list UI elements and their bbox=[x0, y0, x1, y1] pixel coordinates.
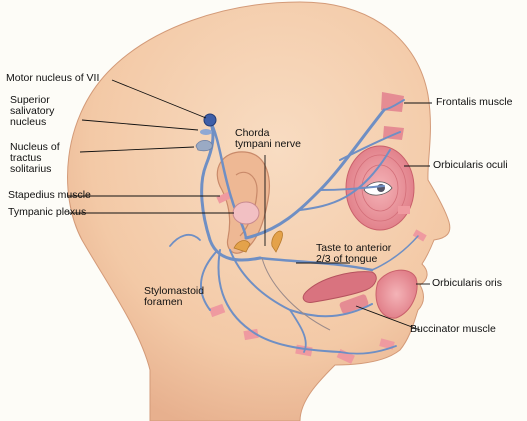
label-tympanic-plexus: Tympanic plexus bbox=[8, 206, 87, 218]
label-orbicularis-oculi: Orbicularis oculi bbox=[433, 159, 508, 171]
buccinator-muscle bbox=[339, 294, 369, 314]
label-superior-salivatory-nucleus: Superior salivatory nucleus bbox=[10, 94, 55, 128]
label-stylomastoid-foramen: Stylomastoid foramen bbox=[144, 285, 205, 308]
label-nucleus-tractus-solitarius: Nucleus of tractus solitarius bbox=[10, 141, 60, 175]
leader-lines bbox=[68, 79, 432, 331]
orbicularis-oris-muscle bbox=[375, 269, 418, 319]
ossicle-left bbox=[233, 240, 251, 253]
superior-salivatory-nucleus bbox=[200, 129, 212, 135]
label-stapedius-muscle: Stapedius muscle bbox=[8, 189, 91, 201]
ossicle-right bbox=[271, 230, 283, 253]
muscles bbox=[209, 92, 427, 364]
label-chorda-tympani-nerve: Chorda tympani nerve bbox=[235, 127, 301, 150]
chorda-tympani-path bbox=[261, 257, 331, 331]
label-orbicularis-oris: Orbicularis oris bbox=[432, 277, 503, 289]
label-buccinator-muscle: Buccinator muscle bbox=[410, 323, 496, 335]
nucleus-tractus-solitarius bbox=[195, 140, 213, 152]
tongue bbox=[302, 271, 377, 303]
label-taste-anterior-tongue: Taste to anterior 2/3 of tongue bbox=[316, 242, 392, 265]
label-motor-nucleus: Motor nucleus of VII bbox=[6, 72, 100, 84]
facial-nerve-branches bbox=[169, 99, 419, 355]
label-frontalis-muscle: Frontalis muscle bbox=[436, 96, 513, 108]
motor-nucleus-vii bbox=[203, 113, 217, 127]
tympanic-plexus bbox=[232, 201, 260, 225]
